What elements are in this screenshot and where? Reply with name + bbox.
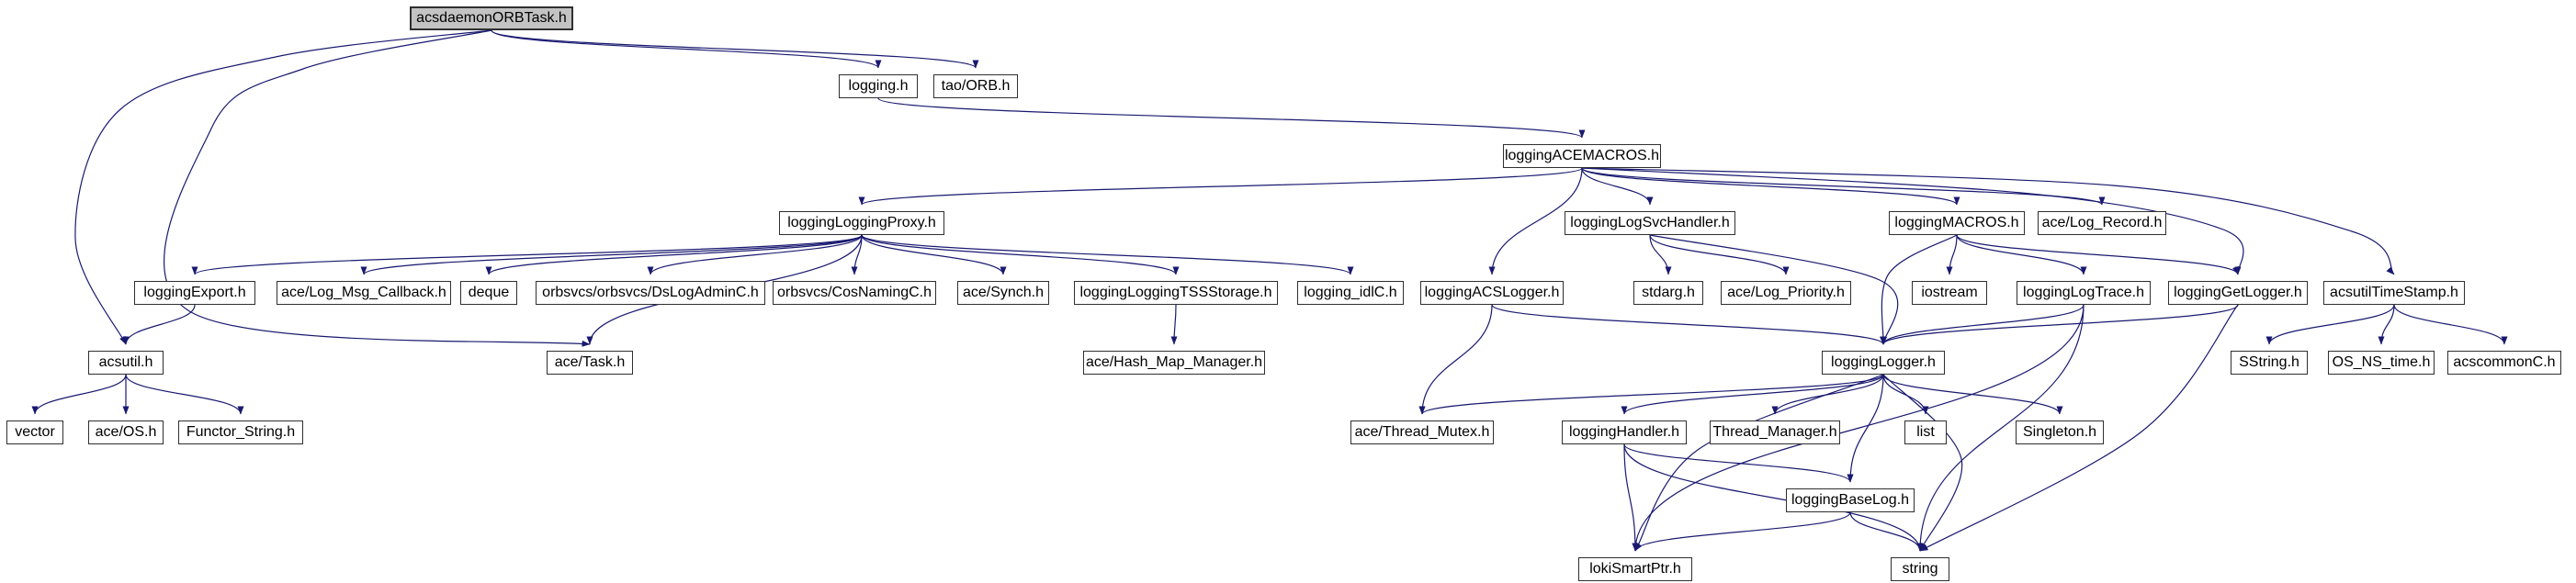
edge-exportH-acsutilN [122, 304, 196, 345]
graph-node-logTrace[interactable]: loggingLogTrace.h [2017, 281, 2151, 305]
edge-svcHandler-logPriority [1649, 234, 1790, 275]
graph-node-dsLogAdmin[interactable]: orbsvcs/orbsvcs/DsLogAdminC.h [536, 281, 765, 305]
edge-acsLogger-logger [1491, 304, 1887, 345]
graph-node-idlC[interactable]: logging_idlC.h [1297, 281, 1404, 305]
edge-acsLogger-threadMutex [1418, 304, 1493, 415]
graph-node-listN[interactable]: list [1904, 420, 1947, 444]
graph-node-iostreamN[interactable]: iostream [1912, 281, 1987, 305]
edge-proxy-dsLogAdmin [647, 234, 863, 275]
edge-acsutilN-vectorN [31, 374, 127, 415]
graph-node-hashMap[interactable]: ace/Hash_Map_Manager.h [1083, 351, 1265, 375]
edge-orbTask-taoORB [491, 29, 979, 69]
edge-aceMacros-svcHandler [1581, 167, 1654, 206]
graph-node-macros[interactable]: loggingMACROS.h [1889, 211, 2025, 235]
edge-macros-iostreamN [1946, 234, 1958, 275]
edge-aceMacros-macros [1581, 167, 1960, 206]
edge-logger-singleton [1882, 374, 2063, 415]
graph-node-stringN[interactable]: string [1891, 557, 1949, 581]
graph-node-svcHandler[interactable]: loggingLogSvcHandler.h [1565, 211, 1735, 235]
edge-proxy-exportH [191, 234, 863, 275]
edge-logger-handler [1621, 374, 1884, 415]
edge-acsutilN-functorString [125, 374, 244, 415]
edge-proxy-dequeN [485, 234, 863, 275]
graph-node-functorString[interactable]: Functor_String.h [178, 420, 303, 444]
graph-node-logPriority[interactable]: ace/Log_Priority.h [1721, 281, 1851, 305]
edge-logTrace-lokiSmartPtr [1632, 304, 2085, 552]
graph-node-logMsgCallback[interactable]: ace/Log_Msg_Callback.h [277, 281, 451, 305]
edge-proxy-idlC [861, 234, 1354, 275]
graph-node-acsLogger[interactable]: loggingACSLogger.h [1420, 281, 1564, 305]
edge-logTrace-stringN [1916, 304, 2085, 552]
edge-logger-listN [1882, 374, 1929, 415]
graph-node-stdargN[interactable]: stdarg.h [1633, 281, 1703, 305]
edge-orbTask-logging [491, 29, 882, 69]
edge-logging-aceMacros [877, 97, 1586, 139]
graph-node-getLogger[interactable]: loggingGetLogger.h [2168, 281, 2308, 305]
edge-getLogger-stringN [1919, 304, 2239, 552]
graph-node-logger[interactable]: loggingLogger.h [1822, 351, 1945, 375]
edge-proxy-aceSynch [861, 234, 1007, 275]
graph-node-dequeN[interactable]: deque [460, 281, 517, 305]
edge-timeStamp-osNsTime [2378, 304, 2395, 345]
graph-node-exportH[interactable]: loggingExport.h [134, 281, 255, 305]
edge-logger-baseLog [1847, 374, 1884, 483]
graph-node-logRecord[interactable]: ace/Log_Record.h [2038, 211, 2166, 235]
edge-proxy-logMsgCallback [360, 234, 863, 275]
graph-node-aceTask[interactable]: ace/Task.h [547, 351, 633, 375]
edge-baseLog-stringN [1849, 511, 1924, 552]
edge-handler-lokiSmartPtr [1623, 443, 1639, 552]
edge-macros-getLogger [1956, 234, 2242, 275]
edge-logTrace-logger [1880, 304, 2085, 345]
edge-orbTask-aceTask [164, 29, 591, 347]
graph-node-threadManager[interactable]: Thread_Manager.h [1710, 420, 1840, 444]
edge-logger-threadMutex [1418, 374, 1884, 415]
edge-logger-threadManager [1771, 374, 1884, 415]
graph-node-lokiSmartPtr[interactable]: lokiSmartPtr.h [1578, 557, 1692, 581]
edge-aceMacros-acsLogger [1488, 167, 1583, 275]
graph-node-osNsTime[interactable]: OS_NS_time.h [2328, 351, 2435, 375]
edge-aceMacros-getLogger [1581, 167, 2244, 275]
graph-node-baseLog[interactable]: loggingBaseLog.h [1786, 488, 1915, 512]
edge-timeStamp-acscommon [2393, 304, 2508, 345]
graph-node-acscommon[interactable]: acscommonC.h [2447, 351, 2561, 375]
graph-node-sstring[interactable]: SString.h [2231, 351, 2308, 375]
edge-getLogger-logger [1880, 304, 2239, 345]
edge-handler-stringN [1623, 443, 1924, 552]
graph-node-orbTask: acsdaemonORBTask.h [410, 6, 573, 30]
edge-baseLog-lokiSmartPtr [1632, 511, 1851, 552]
graph-node-aceSynch[interactable]: ace/Synch.h [957, 281, 1049, 305]
graph-node-proxy[interactable]: loggingLoggingProxy.h [779, 211, 944, 235]
edge-tssStorage-hashMap [1170, 304, 1178, 345]
graph-node-timeStamp[interactable]: acsutilTimeStamp.h [2323, 281, 2465, 305]
graph-node-logging[interactable]: logging.h [839, 74, 918, 98]
graph-node-cosNaming[interactable]: orbsvcs/CosNamingC.h [773, 281, 936, 305]
edge-aceMacros-logRecord [1581, 167, 2106, 206]
edge-handler-baseLog [1623, 443, 1854, 483]
edge-aceMacros-timeStamp [1581, 167, 2395, 275]
edge-orbTask-acsutilN [74, 29, 492, 345]
graph-node-tssStorage[interactable]: loggingLoggingTSSStorage.h [1074, 281, 1278, 305]
edge-timeStamp-sstring [2265, 304, 2395, 345]
edge-svcHandler-stdargN [1649, 234, 1672, 275]
edge-svcHandler-logger [1649, 234, 1899, 345]
edge-logger-stringN [1882, 374, 1963, 552]
graph-node-acsutilN[interactable]: acsutil.h [88, 351, 164, 375]
graph-node-threadMutex[interactable]: ace/Thread_Mutex.h [1350, 420, 1494, 444]
edge-macros-logTrace [1956, 234, 2087, 275]
graph-node-aceOS[interactable]: ace/OS.h [88, 420, 164, 444]
edge-logger-lokiSmartPtr [1634, 374, 1884, 552]
edge-macros-logger [1881, 234, 1958, 345]
edge-aceMacros-proxy [858, 167, 1583, 206]
edge-proxy-tssStorage [861, 234, 1180, 275]
graph-node-vectorN[interactable]: vector [6, 420, 63, 444]
graph-node-handler[interactable]: loggingHandler.h [1562, 420, 1687, 444]
graph-node-aceMacros[interactable]: loggingACEMACROS.h [1503, 144, 1661, 168]
graph-node-taoORB[interactable]: tao/ORB.h [933, 74, 1018, 98]
graph-node-singleton[interactable]: Singleton.h [2016, 420, 2104, 444]
